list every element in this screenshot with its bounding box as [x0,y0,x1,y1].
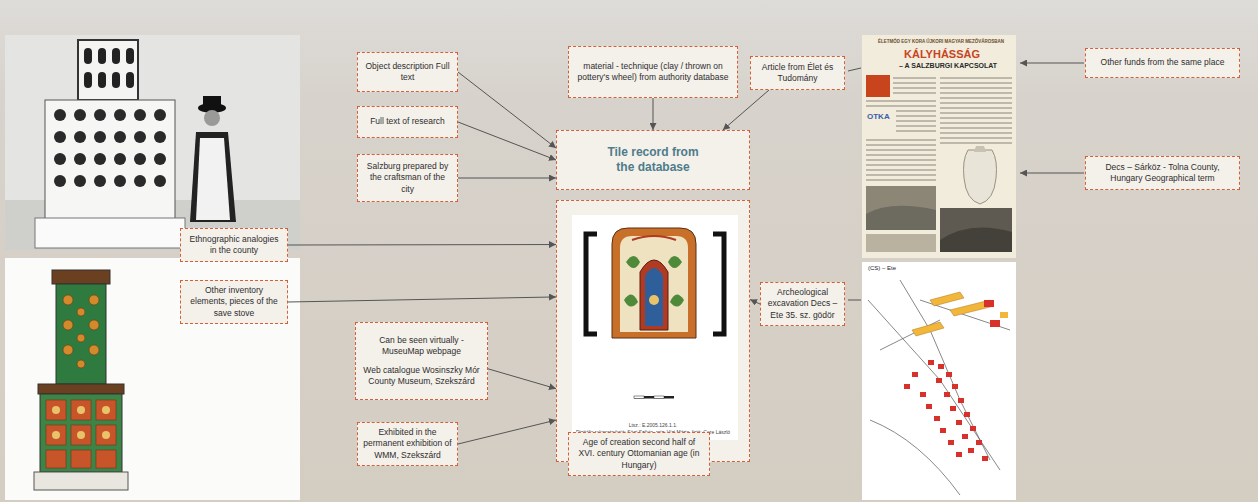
info-box: Article from Élet és Tudomány [750,56,845,90]
leader-line [848,68,861,71]
stove-photo [5,35,300,250]
box-text: Other inventory elements, pieces of the … [186,285,282,318]
map-label: (CS) – Ete [868,265,896,271]
box-text: material - technique (clay / thrown on p… [574,61,732,83]
connector-arrow [458,122,556,160]
connector-arrow [288,297,556,302]
box-text: Exhibited in the permanent exhibition of… [363,427,452,460]
article-title: KÁLYHÁSSÁG [904,48,980,60]
excavation-map [862,262,1016,500]
info-box: Archeological excavation Decs – Ete 35. … [760,282,845,326]
connector-arrow [458,420,556,444]
box-text: Decs – Sárköz - Tolna County, Hungary Ge… [1091,162,1234,184]
box-text: Age of creation second half of XVI. cent… [574,437,704,470]
connector-arrow [288,244,556,245]
leader-line [848,300,861,301]
box-text: Ethnographic analogies in the county [186,234,282,256]
tile-drawing [556,200,750,462]
info-box: Object description Full text [357,52,458,92]
info-box: Exhibited in the permanent exhibition of… [357,422,458,466]
image-caption: Ltsz.: E.2005.126.1.1. [629,422,678,429]
info-box: Decs – Sárköz - Tolna County, Hungary Ge… [1085,156,1240,190]
box-text: Salzburg prepared by the craftsman of th… [363,161,452,194]
connector-arrow [458,72,556,148]
info-box: Salzburg prepared by the craftsman of th… [357,154,458,202]
box-text: Can be seen virtually - MuseuMap webpage [361,335,482,357]
info-box: Other funds from the same place [1085,48,1240,78]
box-text: Full text of research [370,116,445,127]
info-box: Full text of research [357,106,458,138]
connector-arrow [653,98,654,130]
info-box: Ethnographic analogies in the county [180,228,288,262]
connector-arrow [458,178,556,179]
box-text: Object description Full text [363,61,452,83]
box-text: Archeological excavation Decs – Ete 35. … [766,287,839,320]
stove-drawing [5,258,300,500]
article-page [862,35,1016,258]
article-subtitle: – A SALZBURGI KAPCSOLAT [899,62,997,69]
connector-arrow [750,300,760,304]
record-box: Tile record from the database [556,130,750,190]
connector-arrow [488,369,556,389]
record-title: Tile record from the database [601,145,705,175]
box-text: Article from Élet és Tudomány [756,62,839,84]
logo-text: OTKA [866,112,891,121]
leader-line [1020,173,1084,174]
tile-box: Ltsz.: E.2005.126.1.1.Digitális rekonstr… [556,200,750,462]
info-box: Other inventory elements, pieces of the … [180,280,288,324]
info-box: Can be seen virtually - MuseuMap webpage… [355,322,488,400]
box-text: Web catalogue Wosinszky Mór County Museu… [361,365,482,387]
article-kicker: ÉLETMÓD EGY KORA ÚJKORI MAGYAR MEZŐVÁROS… [878,39,1004,44]
leader-line [1020,63,1084,64]
info-box: material - technique (clay / thrown on p… [568,46,738,98]
box-text: Other funds from the same place [1101,57,1225,68]
info-box: Age of creation second half of XVI. cent… [568,432,710,476]
